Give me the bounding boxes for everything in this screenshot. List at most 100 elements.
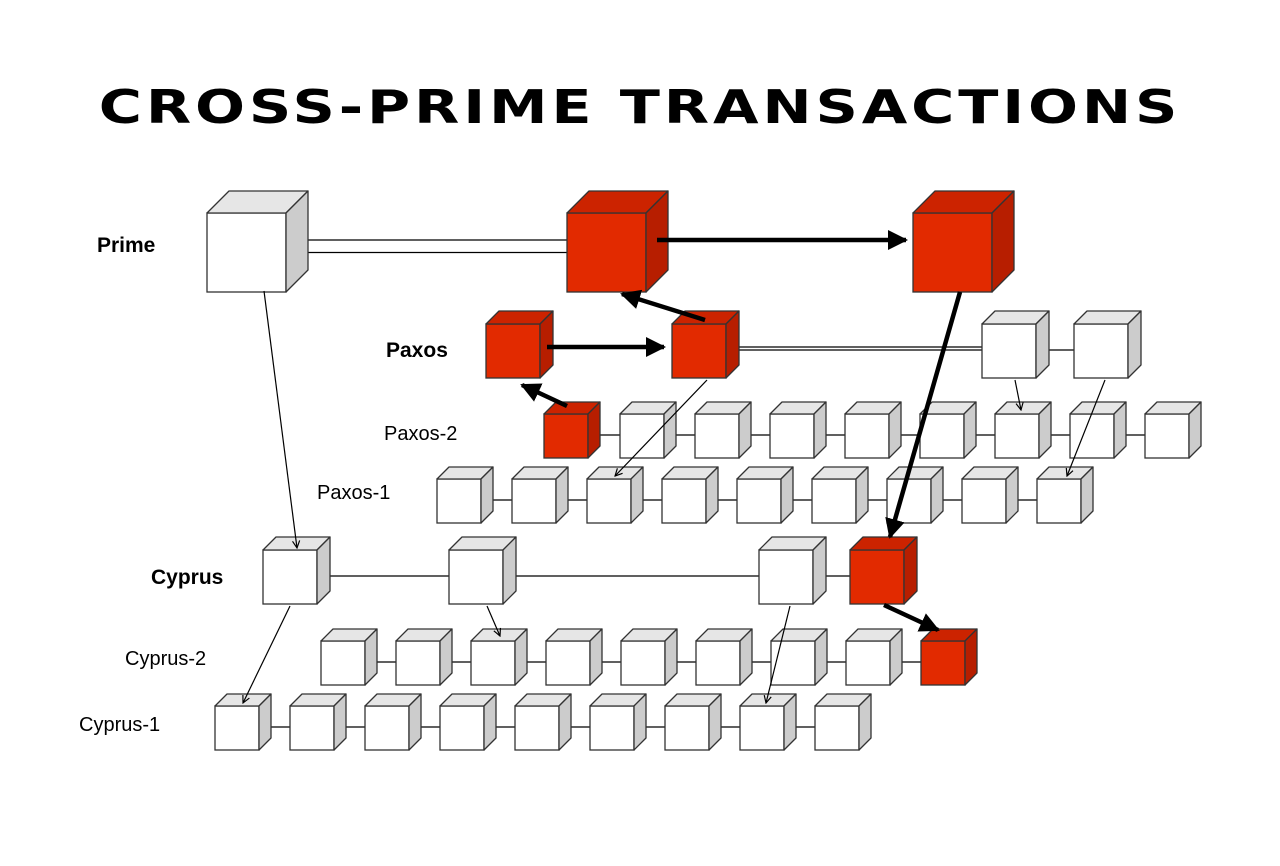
block[interactable] [695, 628, 753, 686]
flow-arrow-prime-to-cyprus [885, 291, 963, 539]
block-side-face [664, 628, 678, 686]
block-front-face [395, 640, 441, 686]
block-side-face [587, 401, 601, 459]
block-front-face [694, 413, 740, 459]
block[interactable] [439, 693, 497, 751]
block-side-face [855, 466, 869, 524]
block[interactable] [511, 466, 569, 524]
block-front-face [845, 640, 891, 686]
block[interactable] [961, 466, 1019, 524]
block-side-face [483, 693, 497, 751]
cross-chain-links [243, 290, 1106, 703]
block-front-face [1144, 413, 1190, 459]
block[interactable] [448, 536, 517, 605]
block-side-face [812, 536, 827, 605]
block-front-face [1073, 323, 1129, 379]
transaction-block[interactable] [912, 190, 1015, 293]
block-front-face [448, 549, 504, 605]
paxos-to-paxos-2-link [1014, 379, 1021, 410]
block[interactable] [289, 693, 347, 751]
block-front-face [206, 212, 287, 293]
block[interactable] [770, 628, 828, 686]
block-front-face [736, 478, 782, 524]
block-front-face [770, 640, 816, 686]
block-front-face [920, 640, 966, 686]
block[interactable] [694, 401, 752, 459]
block[interactable] [620, 628, 678, 686]
prime-to-cyprus-link [263, 290, 297, 548]
chain-paxos-1 [436, 466, 1094, 524]
block-side-face [991, 190, 1015, 293]
block-side-face [555, 466, 569, 524]
block-front-face [436, 478, 482, 524]
block-front-face [769, 413, 815, 459]
chain-cyprus-1 [214, 693, 872, 751]
chain-label-paxos-1: Paxos-1 [317, 482, 390, 504]
block-side-face [502, 536, 517, 605]
block[interactable] [758, 536, 827, 605]
block[interactable] [1069, 401, 1127, 459]
block-side-face [1188, 401, 1202, 459]
block-front-face [849, 549, 905, 605]
block-front-face [739, 705, 785, 751]
block[interactable] [769, 401, 827, 459]
block[interactable] [545, 628, 603, 686]
block[interactable] [736, 466, 794, 524]
transaction-block[interactable] [920, 628, 978, 686]
block-side-face [633, 693, 647, 751]
block[interactable] [470, 628, 528, 686]
block-side-face [258, 693, 272, 751]
block[interactable] [981, 310, 1050, 379]
block[interactable] [206, 190, 309, 293]
block-front-face [981, 323, 1037, 379]
block-front-face [566, 212, 647, 293]
block-front-face [844, 413, 890, 459]
block[interactable] [886, 466, 944, 524]
block[interactable] [262, 536, 331, 605]
block-side-face [1113, 401, 1127, 459]
block[interactable] [845, 628, 903, 686]
block[interactable] [589, 693, 647, 751]
block[interactable] [320, 628, 378, 686]
block[interactable] [1036, 466, 1094, 524]
block[interactable] [661, 466, 719, 524]
cyprus-to-cyprus-1-link-2 [766, 605, 791, 703]
block[interactable] [619, 401, 677, 459]
block-front-face [661, 478, 707, 524]
block-side-face [1127, 310, 1142, 379]
transaction-block[interactable] [566, 190, 669, 293]
flow-arrow-cyprus-to-cyprus-2 [883, 602, 940, 633]
block-side-face [285, 190, 309, 293]
block[interactable] [739, 693, 797, 751]
block[interactable] [994, 401, 1052, 459]
block-side-face [480, 466, 494, 524]
block[interactable] [814, 693, 872, 751]
transaction-block[interactable] [543, 401, 601, 459]
block[interactable] [514, 693, 572, 751]
block-front-face [470, 640, 516, 686]
block-side-face [630, 466, 644, 524]
block[interactable] [214, 693, 272, 751]
transaction-block[interactable] [849, 536, 918, 605]
block-front-face [1036, 478, 1082, 524]
block-side-face [725, 310, 740, 379]
block[interactable] [395, 628, 453, 686]
block[interactable] [811, 466, 869, 524]
block[interactable] [664, 693, 722, 751]
block-front-face [814, 705, 860, 751]
transaction-block[interactable] [485, 310, 554, 379]
block[interactable] [1073, 310, 1142, 379]
transaction-block[interactable] [671, 310, 740, 379]
block-front-face [619, 413, 665, 459]
chain-cyprus [262, 536, 918, 605]
block-side-face [780, 466, 794, 524]
block[interactable] [436, 466, 494, 524]
block-front-face [511, 478, 557, 524]
block-side-face [813, 401, 827, 459]
cyprus-to-cyprus-1-link [243, 605, 291, 703]
block[interactable] [364, 693, 422, 751]
block[interactable] [1144, 401, 1202, 459]
block-front-face [514, 705, 560, 751]
block-side-face [1005, 466, 1019, 524]
block[interactable] [844, 401, 902, 459]
